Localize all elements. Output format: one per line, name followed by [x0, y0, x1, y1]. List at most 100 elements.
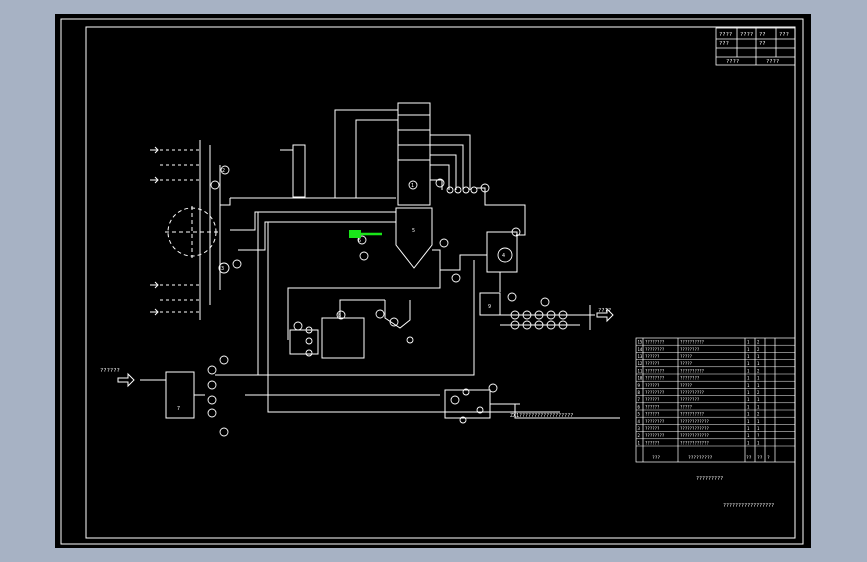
bom-footer-cell: ?? — [757, 455, 763, 461]
left-arrow-label: ?????? — [100, 368, 120, 374]
bom-row-index: 7 — [638, 397, 641, 402]
sheet-background — [55, 14, 811, 548]
title-cell-4: ??? — [779, 32, 789, 38]
bom-footer-cell: ?? — [746, 455, 752, 461]
bom-cell: 1 — [747, 347, 750, 352]
bom-cell: ????? — [680, 383, 693, 388]
bom-cell: ? — [757, 433, 760, 438]
title-cell-7: ???? — [726, 59, 739, 65]
bom-row-index: 3 — [638, 426, 641, 431]
bom-cell: 1 — [747, 419, 750, 424]
bom-cell: ????? — [680, 361, 693, 366]
bom-cell: ???????????? — [680, 433, 709, 438]
bom-cell: 1 — [747, 440, 750, 445]
bom-row-index: 10 — [638, 376, 643, 381]
bom-cell: 2 — [757, 347, 760, 352]
bom-cell: 1 — [747, 368, 750, 373]
piping — [140, 102, 620, 419]
bom-cell: ???????? — [680, 347, 700, 352]
bom-cell: 2 — [757, 390, 760, 395]
bom-row-index: 2 — [638, 433, 641, 438]
bom-cell: ?????? — [645, 354, 660, 359]
bom-cell: ?????????? — [680, 368, 705, 373]
title-block — [715, 27, 796, 66]
highlight-line — [349, 230, 382, 238]
bom-cell: ?????? — [645, 383, 660, 388]
bom-cell: ???????????? — [680, 419, 709, 424]
bom-row-index: 5 — [638, 412, 641, 417]
bom-cell: ?????? — [645, 361, 660, 366]
bom-cell: ???????? — [645, 419, 665, 424]
bom-cell: 1 — [757, 383, 760, 388]
bom-cell: ???????? — [645, 390, 665, 395]
title-cell-8: ???? — [766, 59, 779, 65]
bom-cell: ???????? — [680, 397, 700, 402]
component-labels: 1 2 3 4 5 6 7 8 9 — [177, 168, 505, 412]
bom-cell: ???????????? — [680, 426, 709, 431]
bom-cell: 1 — [757, 440, 760, 445]
bom-row-index: 8 — [638, 390, 641, 395]
bom-row-index: 14 — [638, 347, 643, 352]
bom-cell: 1 — [747, 404, 750, 409]
bom-cell: 1 — [747, 340, 750, 345]
bom-row-index: 1 — [638, 440, 641, 445]
bom-cell: 2 — [757, 412, 760, 417]
bom-cell: 2 — [757, 368, 760, 373]
bom-cell: ????? — [680, 404, 693, 409]
bom-row-index: 9 — [638, 383, 641, 388]
bom-row-index: 12 — [638, 361, 643, 366]
bom-cell: 1 — [757, 354, 760, 359]
bom-cell: ?????????? — [680, 390, 705, 395]
bom-cell: 1 — [747, 376, 750, 381]
label-main-tank: 1 — [411, 183, 414, 189]
bom-cell: 1 — [747, 397, 750, 402]
label-tank-mid: 8 — [338, 313, 341, 319]
gas-inlets — [160, 149, 200, 313]
label-left-pump-bottom: 3 — [221, 266, 224, 272]
dashed-circle-reactor — [165, 206, 220, 258]
title-cell-6: ?? — [759, 41, 766, 47]
bom-cell: 1 — [747, 412, 750, 417]
bom-cell: ????? — [680, 354, 693, 359]
drawing-name: ????????? — [696, 476, 723, 482]
bom-cell: ?????? — [645, 412, 660, 417]
bom-cell: ???????? — [645, 368, 665, 373]
bom-cell: ???????? — [645, 376, 665, 381]
bom-row-index: 15 — [638, 340, 643, 345]
label-left-pump-top: 2 — [222, 168, 225, 174]
bom-cell: 2 — [757, 340, 760, 345]
bom-cell: ?????? — [645, 404, 660, 409]
bom-table — [635, 337, 796, 463]
bom-footer-cell: ????????? — [688, 455, 713, 461]
arrows — [117, 146, 614, 388]
bom-cell: 1 — [757, 397, 760, 402]
title-block-text: ???? ???? ?? ??? ??? ?? ???? ???? — [719, 32, 789, 65]
bom-cell: 1 — [757, 426, 760, 431]
bom-cell: ?????? — [645, 426, 660, 431]
bom-cell: ?????????? — [680, 412, 705, 417]
bom-cell: 1 — [747, 383, 750, 388]
inner-border — [85, 26, 796, 539]
bottom-pipe-label: ZX1?????????????????? — [510, 413, 573, 419]
bom-row-index: 11 — [638, 368, 643, 373]
bom-cell: 1 — [747, 426, 750, 431]
bom-cell: 1 — [757, 376, 760, 381]
outer-border — [60, 18, 804, 545]
bom-cell: ???????? — [680, 376, 700, 381]
footer-title: ????????????????? — [723, 503, 774, 509]
label-tank-left: 7 — [177, 406, 180, 412]
bom-cell: 1 — [757, 361, 760, 366]
bom-footer-cell: ? — [767, 455, 770, 461]
title-cell-1: ???? — [719, 32, 732, 38]
bom-cell: ???????? — [645, 347, 665, 352]
bom-cell: ???????? — [645, 433, 665, 438]
bom-cell: ?????? — [645, 440, 660, 445]
bom-row-index: 13 — [638, 354, 643, 359]
instruments — [207, 165, 568, 437]
bom-cell: 1 — [757, 404, 760, 409]
bom-cell: 1 — [757, 419, 760, 424]
title-cell-2: ???? — [740, 32, 753, 38]
label-right-pump: 4 — [502, 253, 505, 259]
